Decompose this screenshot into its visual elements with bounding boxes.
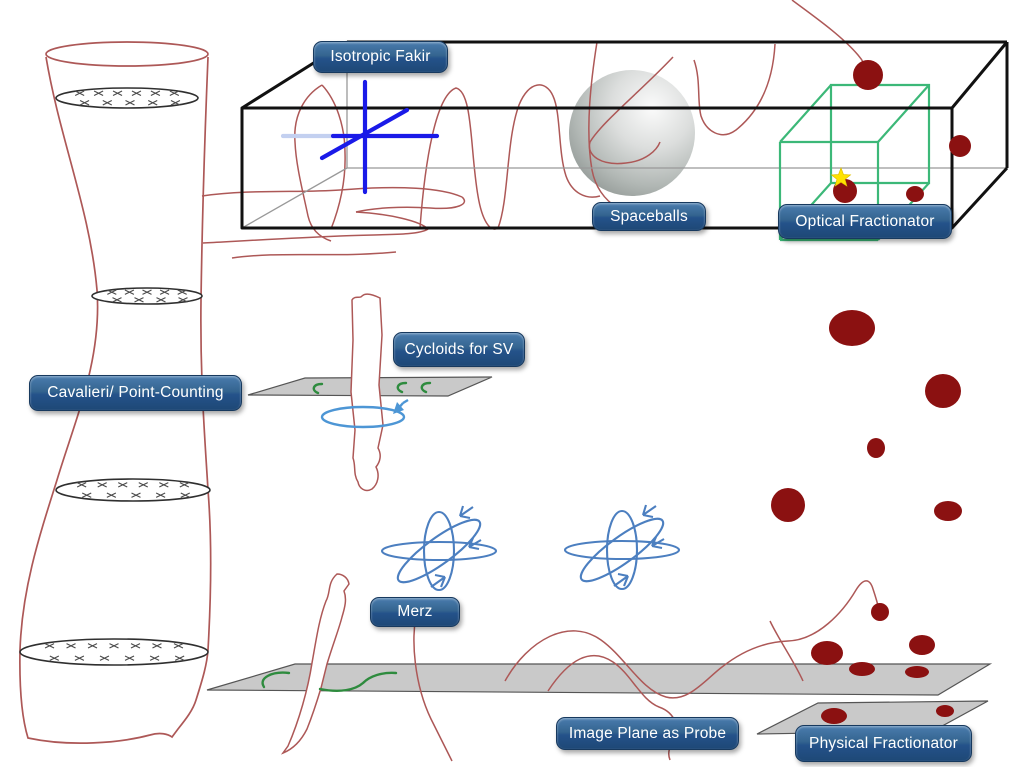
cell-blob [833, 179, 857, 203]
vertical-tissue-strip [350, 293, 384, 492]
cell-blob [909, 635, 935, 655]
label-cycloids-for-sv: Cycloids for SV [393, 332, 525, 367]
cell-blob [936, 705, 954, 717]
merz-probe-icon-1 [380, 504, 498, 592]
cell-blob [829, 310, 875, 346]
bottom-tissue-slab [280, 573, 350, 755]
cell-blob [934, 501, 962, 521]
cell-blob [849, 662, 875, 676]
label-optical-fractionator: Optical Fractionator [778, 204, 952, 239]
vase-opening [45, 41, 209, 67]
tissue-slab-box [240, 40, 1009, 230]
cell-blob [906, 186, 924, 202]
cell-blobs [771, 60, 971, 724]
cell-blob [853, 60, 883, 90]
label-isotropic-fakir: Isotropic Fakir [313, 41, 448, 73]
cell-blob [771, 488, 805, 522]
label-image-plane-as-probe: Image Plane as Probe [556, 717, 739, 750]
section-ellipse-1 [55, 87, 199, 109]
spaceballs-sphere [569, 70, 695, 196]
section-ellipse-3 [55, 478, 211, 502]
cell-blob [811, 641, 843, 665]
merz-probe-icon-2 [563, 503, 681, 591]
label-cavalieri-point-counting: Cavalieri/ Point-Counting [29, 375, 242, 411]
label-merz: Merz [370, 597, 460, 627]
cycloid-arcs-sv [312, 381, 432, 395]
tissue-projections [201, 84, 466, 259]
counted-cell-star-icon-top [830, 167, 852, 187]
cell-blob [871, 603, 889, 621]
cell-blob [867, 438, 885, 458]
cell-blob [905, 666, 929, 678]
cell-blob [821, 708, 847, 724]
cycloid-arcs-image-plane [261, 671, 398, 692]
cell-blob [949, 135, 971, 157]
isotropic-fakir-probe-icon [280, 79, 440, 195]
counting-frame [778, 83, 931, 242]
label-spaceballs: Spaceballs [592, 202, 706, 231]
section-ellipse-4 [19, 638, 209, 666]
section-ellipse-2 [91, 287, 203, 305]
label-physical-fractionator: Physical Fractionator [795, 725, 972, 762]
image-plane [206, 663, 993, 696]
cell-blob [925, 374, 961, 408]
vertical-rotation-axis-icon [320, 398, 409, 429]
